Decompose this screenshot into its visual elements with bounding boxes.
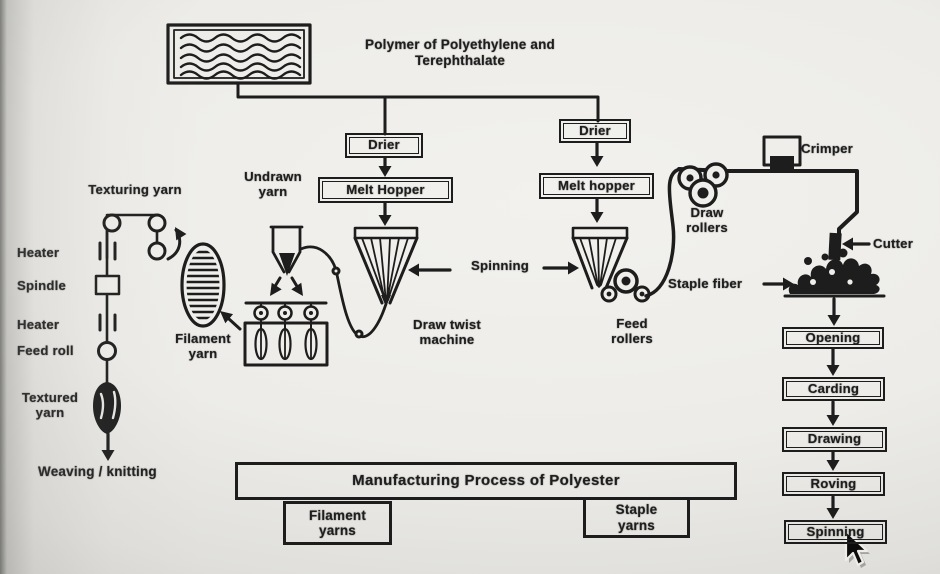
spinning-label: Spinning (470, 258, 529, 273)
diagram-title-box: Manufacturing Process of Polyester (235, 462, 737, 500)
filament-yarn-package (180, 242, 242, 331)
weaving-knitting-label: Weaving / knitting (38, 464, 157, 479)
process-step-carding: Carding (782, 377, 885, 401)
texturing-yarn-label: Texturing yarn (88, 182, 182, 197)
drier-box-staple: Drier (559, 119, 631, 143)
crimper-device (762, 135, 802, 169)
textured-yarn-label: Textured yarn (21, 390, 79, 421)
draw-twist-machine-label: Draw twist machine (413, 317, 481, 348)
flow-connectors (236, 81, 600, 136)
feed-roll-label: Feed roll (17, 343, 74, 358)
spindle-label: Spindle (17, 278, 67, 293)
feed-rollers-label: Feed rollers (611, 316, 653, 347)
staple-yarns-box: Staple yarns (583, 497, 690, 538)
polymer-chips-box (166, 23, 312, 85)
texturing-assembly (93, 213, 187, 434)
cutter-device (828, 232, 871, 261)
crimper-label: Crimper (801, 141, 853, 156)
staple-fiber-pile (762, 248, 886, 298)
cutter-label: Cutter (873, 236, 914, 251)
melt-hopper-box-filament: Melt Hopper (318, 177, 453, 203)
draw-twist-machine-figure (243, 301, 329, 367)
drier-box-filament: Drier (345, 133, 423, 158)
filament-yarns-box: Filament yarns (283, 501, 392, 545)
process-step-opening: Opening (782, 327, 884, 349)
staple-fiber-label: Staple fiber (668, 276, 743, 291)
feed-rollers (600, 268, 651, 303)
spinneret-filament (353, 226, 419, 307)
undrawn-yarn-label: Undrawn yarn (244, 169, 302, 200)
filament-yarn-path (299, 245, 388, 339)
filament-yarn-label: Filament yarn (175, 331, 231, 362)
melt-hopper-box-staple: Melt hopper (539, 173, 654, 199)
process-step-drawing: Drawing (782, 427, 887, 452)
undrawn-yarn-package (269, 225, 304, 296)
polymer-source-label: Polymer of Polyethylene and Terephthalat… (365, 37, 555, 68)
process-step-spinning: Spinning (784, 520, 887, 544)
heater-top-label: Heater (17, 245, 60, 260)
draw-rollers-label: Draw rollers (686, 205, 728, 236)
process-step-roving: Roving (782, 472, 885, 496)
heater-bottom-label: Heater (17, 317, 60, 332)
